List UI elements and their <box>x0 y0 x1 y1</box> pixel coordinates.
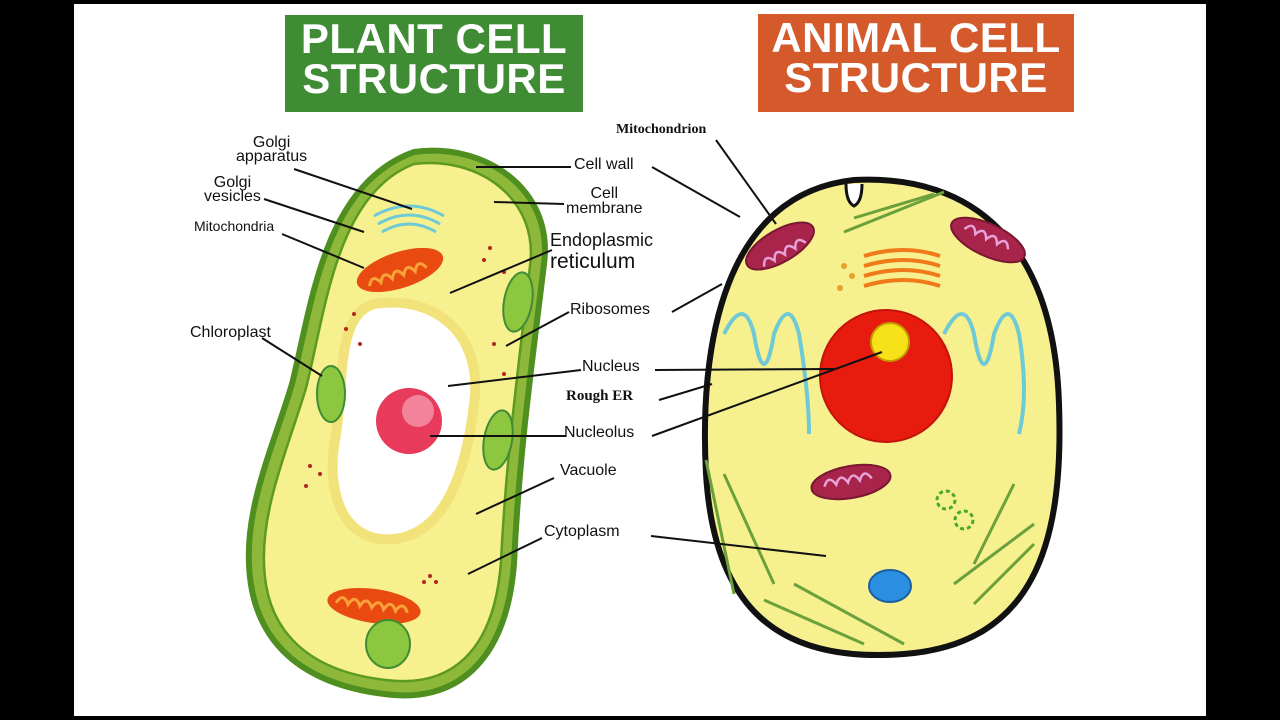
label-golgi-apparatus: Golgi apparatus <box>236 134 308 165</box>
animal-nucleus <box>819 309 953 443</box>
label-rough-er: Rough ER <box>566 388 634 404</box>
animal-golgi <box>863 248 941 288</box>
animal-mitochondria <box>745 216 1026 501</box>
label-mitochondria: Mitochondria <box>194 218 275 234</box>
plant-mitochondrion-upper <box>356 247 444 293</box>
animal-title-line2: STRUCTURE <box>784 54 1048 101</box>
animal-rough-er <box>722 312 1026 435</box>
label-cell-membrane: Cell membrane <box>566 185 643 217</box>
label-ribosomes: Ribosomes <box>570 301 651 318</box>
plant-title-line1: PLANT CELL <box>300 15 568 62</box>
animal-granules <box>837 263 855 291</box>
diagram-canvas: PLANT CELL STRUCTURE ANIMAL CELL STRUCTU… <box>74 4 1206 716</box>
animal-vesicle <box>868 569 912 603</box>
label-golgi-vesicles-line2: vesicles <box>204 188 261 205</box>
label-mitochondrion: Mitochondrion <box>616 122 707 137</box>
plant-nucleus-highlight <box>402 395 434 427</box>
leader-lines <box>261 139 883 575</box>
cells-illustration <box>245 139 1063 699</box>
label-er-line2: reticulum <box>550 250 636 273</box>
label-endoplasmic-reticulum: Endoplasmic reticulum <box>550 230 653 272</box>
label-golgi-vesicles: Golgi vesicles <box>204 174 261 205</box>
animal-nucleolus <box>870 322 910 362</box>
label-cell-membrane-line1: Cell <box>590 185 619 202</box>
plant-mitochondrion-lower <box>327 587 421 625</box>
plant-chloroplasts <box>316 271 534 669</box>
label-nucleolus: Nucleolus <box>564 424 635 441</box>
animal-cell <box>701 176 1063 658</box>
animal-membrane-pit <box>844 183 864 208</box>
label-chloroplast: Chloroplast <box>190 324 271 341</box>
plant-ribosomes <box>304 246 506 584</box>
label-cell-wall: Cell wall <box>574 156 634 173</box>
label-er-line1: Endoplasmic <box>550 230 654 250</box>
label-vacuole: Vacuole <box>560 462 617 479</box>
animal-cytoskeleton <box>704 190 1036 646</box>
label-nucleus: Nucleus <box>582 358 640 375</box>
label-cytoplasm: Cytoplasm <box>544 523 620 540</box>
label-golgi-vesicles-line1: Golgi <box>213 174 252 191</box>
animal-title-line1: ANIMAL CELL <box>771 14 1061 61</box>
plant-cell-title: PLANT CELL STRUCTURE <box>285 15 583 112</box>
label-golgi-apparatus-line1: Golgi <box>252 134 291 151</box>
label-cell-membrane-line2: membrane <box>566 200 643 217</box>
animal-cell-title: ANIMAL CELL STRUCTURE <box>758 14 1074 112</box>
plant-golgi <box>373 204 445 234</box>
plant-title-line2: STRUCTURE <box>302 55 566 102</box>
label-golgi-apparatus-line2: apparatus <box>236 148 308 165</box>
plant-cell <box>245 147 548 699</box>
animal-centrioles <box>935 489 975 531</box>
